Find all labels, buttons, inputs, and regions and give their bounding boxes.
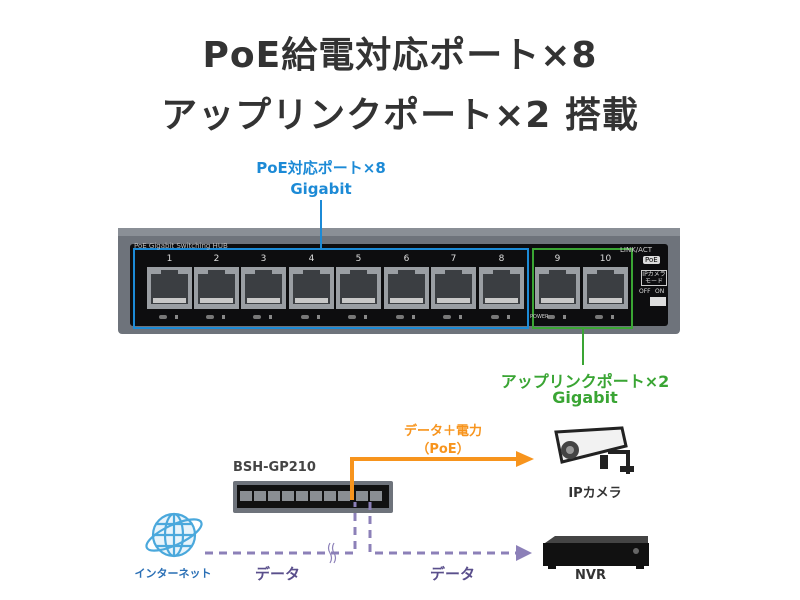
camera-label: IPカメラ [568, 486, 622, 501]
poe-flow-sublabel: （PoE） [416, 442, 470, 457]
port-number: 5 [355, 254, 362, 264]
port-led [206, 315, 214, 319]
port-number: 7 [450, 254, 457, 264]
port-number: 3 [260, 254, 267, 264]
mini-port [254, 491, 266, 501]
mini-port [370, 491, 382, 501]
port-led [348, 315, 356, 319]
port-number: 10 [599, 254, 612, 264]
mode-switch [650, 297, 666, 306]
ip-camera-mode-label: IPカメラ モード [641, 270, 667, 286]
switch-brand-text: PoE Gigabit Switching HUB [134, 242, 228, 250]
ip-camera-icon [554, 426, 634, 474]
poe-ports-highlight [133, 248, 529, 329]
mini-port [338, 491, 350, 501]
power-label: POWER [530, 314, 549, 320]
nvr-icon [543, 536, 649, 569]
port-number: 4 [308, 254, 315, 264]
nvr-label: NVR [575, 568, 606, 583]
port-number: 8 [498, 254, 505, 264]
globe-icon [145, 512, 203, 558]
uplink-callout-title: アップリンクポート×2 [500, 372, 670, 391]
poe-callout-sub: Gigabit [290, 180, 352, 198]
poe-arrow-icon [516, 451, 534, 467]
data-label-left: データ [255, 565, 301, 583]
mini-port [310, 491, 322, 501]
mini-port [240, 491, 252, 501]
model-label: BSH-GP210 [233, 460, 316, 475]
mini-port [268, 491, 280, 501]
data-arrow-icon [516, 545, 532, 561]
port-led [253, 315, 261, 319]
mode-off-label: OFF [639, 288, 651, 295]
data-flow-lines [205, 502, 520, 555]
mini-port [324, 491, 336, 501]
port-number: 6 [403, 254, 410, 264]
port-led [595, 315, 603, 319]
headline-line-2: アップリンクポート×2 搭載 [161, 95, 639, 136]
port-led [547, 315, 555, 319]
port-led [443, 315, 451, 319]
poe-callout-title: PoE対応ポート×8 [256, 159, 386, 177]
headline-line-1: PoE給電対応ポート×8 [202, 35, 598, 76]
mini-port [282, 491, 294, 501]
data-label-right: データ [430, 565, 476, 583]
port-led [159, 315, 167, 319]
port-led [301, 315, 309, 319]
port-number: 1 [166, 254, 173, 264]
poe-flow-line [350, 457, 520, 500]
port-number: 2 [213, 254, 220, 264]
mini-port [296, 491, 308, 501]
poe-flow-label: データ＋電力 [403, 424, 482, 439]
poe-badge: PoE [643, 256, 660, 264]
port-led [396, 315, 404, 319]
mode-on-label: ON [655, 288, 665, 295]
port-number: 9 [554, 254, 561, 264]
link-act-label: LINK/ACT [620, 246, 652, 254]
break-icon [327, 542, 337, 564]
internet-label: インターネット [134, 567, 212, 580]
port-led [491, 315, 499, 319]
mini-port [356, 491, 368, 501]
uplink-callout-sub: Gigabit [552, 388, 618, 407]
